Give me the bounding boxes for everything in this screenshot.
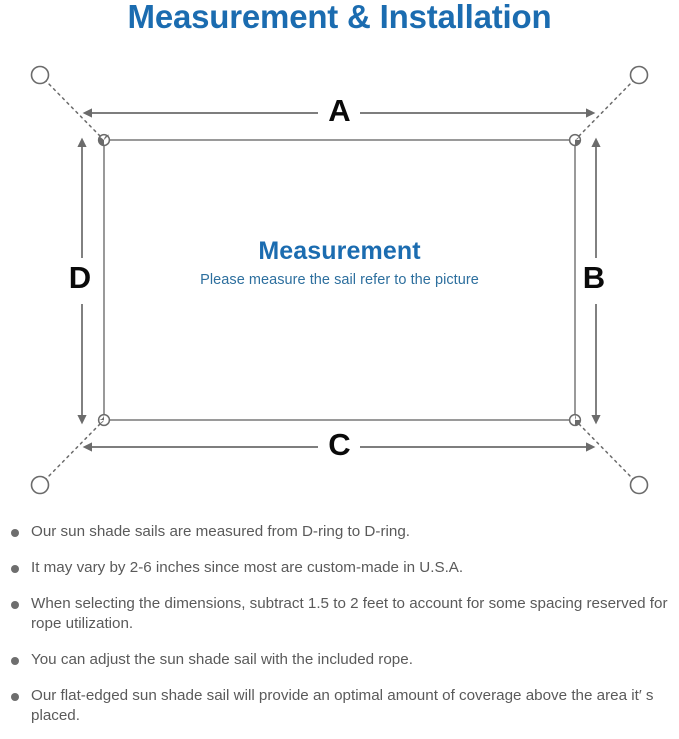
d-ring-tab-top-right-2	[575, 140, 581, 146]
dimension-label-d: D	[68, 260, 92, 295]
list-item-text: Our flat-edged sun shade sail will provi…	[31, 687, 654, 725]
list-item-text: When selecting the dimensions, subtract …	[31, 595, 668, 633]
list-item: Our flat-edged sun shade sail will provi…	[0, 686, 679, 726]
rope-top-left	[43, 78, 101, 137]
bullet-icon	[11, 601, 19, 610]
d-ring-tab-top-left-2	[98, 136, 104, 146]
notes-list: Our sun shade sails are measured from D-…	[0, 522, 679, 726]
sail-center-title: Measurement	[258, 237, 421, 265]
rope-bottom-left	[43, 423, 101, 482]
dimension-label-c: C	[328, 427, 351, 462]
bullet-icon	[11, 657, 19, 666]
dimension-label-a: A	[328, 93, 351, 128]
bullet-icon	[11, 529, 19, 537]
list-item-text: Our sun shade sails are measured from D-…	[31, 523, 410, 540]
list-item-text: You can adjust the sun shade sail with t…	[31, 651, 413, 669]
d-ring-tab-bot-right	[575, 414, 576, 420]
dimension-label-b: B	[582, 260, 606, 295]
anchor-post-bottom-left	[30, 475, 50, 495]
anchor-post-top-right	[629, 65, 649, 85]
sail-center-subtitle: Please measure the sail refer to the pic…	[200, 271, 479, 288]
bullet-icon	[11, 693, 19, 702]
rope-lines	[43, 78, 636, 482]
list-item: Our sun shade sails are measured from D-…	[0, 522, 679, 542]
list-item-text: It may vary by 2-6 inches since most are…	[31, 559, 464, 577]
d-ring-tab-top-right	[575, 136, 580, 140]
d-ring-tab-bot-left	[99, 420, 104, 424]
list-item: You can adjust the sun shade sail with t…	[0, 650, 679, 670]
rope-bottom-right	[578, 423, 636, 482]
list-item: It may vary by 2-6 inches since most are…	[0, 558, 679, 578]
anchor-post-top-left	[30, 65, 50, 85]
anchor-post-bottom-right	[629, 475, 649, 495]
list-item: When selecting the dimensions, subtract …	[0, 594, 679, 634]
rope-top-right	[578, 78, 636, 137]
d-ring-tab-bot-left-2	[98, 414, 104, 420]
page-title: Measurement & Installation	[127, 0, 552, 35]
sail-rectangle	[103, 139, 576, 421]
sail-center-label: Measurement Please measure the sail refe…	[0, 237, 679, 288]
bullet-icon	[11, 565, 19, 574]
anchor-posts	[30, 65, 649, 495]
d-ring-tabs	[98, 134, 581, 426]
sun-shade-sail-measurement-diagram: A B C D Measurement Please measure the s…	[0, 48, 679, 513]
d-ring-tab-bot-right-2	[575, 420, 581, 426]
